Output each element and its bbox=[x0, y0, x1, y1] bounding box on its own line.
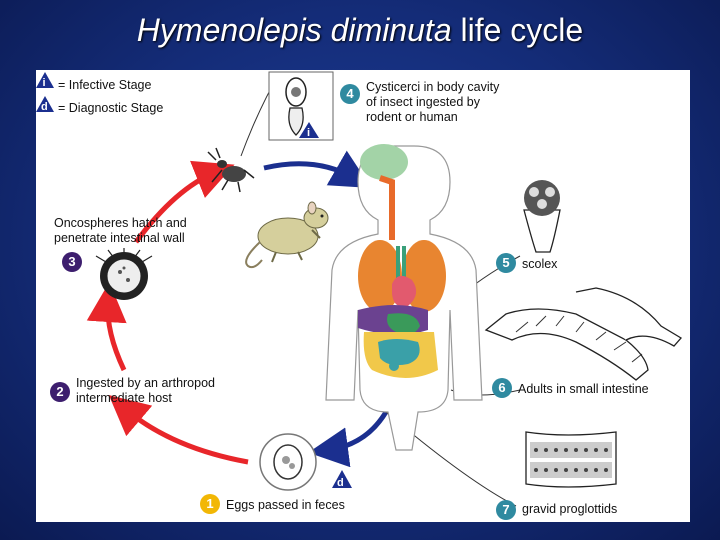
step-7-label: gravid proglottids bbox=[522, 502, 618, 516]
arrow-insect-to-human bbox=[263, 150, 372, 189]
step-1-badge: 1 bbox=[200, 494, 220, 514]
arrow-eggs-to-arthropod bbox=[108, 395, 249, 465]
arrow-arthropod-to-oncosphere bbox=[86, 282, 127, 372]
svg-text:i: i bbox=[43, 77, 46, 89]
svg-text:d: d bbox=[337, 477, 344, 489]
step-4-line-3: rodent or human bbox=[366, 110, 458, 124]
step-6-label: Adults in small intestine bbox=[518, 382, 649, 396]
legend-infective-icon: i bbox=[36, 72, 54, 89]
legend-diagnostic-label: = Diagnostic Stage bbox=[58, 101, 164, 115]
step-4-badge: 4 bbox=[340, 84, 360, 104]
step-2-badge: 2 bbox=[50, 382, 70, 402]
step-3-badge: 3 bbox=[62, 252, 82, 272]
proglottids-illustration bbox=[525, 431, 617, 488]
rat-illustration bbox=[245, 201, 329, 269]
svg-text:i: i bbox=[307, 127, 310, 139]
step-5-label: scolex bbox=[522, 257, 558, 271]
arrow-oncosphere-to-insect bbox=[133, 160, 235, 244]
step-3-line-2: penetrate intestinal wall bbox=[54, 231, 185, 245]
legend-infective-label: = Infective Stage bbox=[58, 78, 152, 92]
step-2-label: Ingested by an arthropod intermediate ho… bbox=[76, 376, 215, 406]
title-rest: life cycle bbox=[451, 12, 584, 48]
step-5-badge: 5 bbox=[496, 253, 516, 273]
scolex-illustration bbox=[523, 180, 561, 253]
arrow-human-to-eggs bbox=[308, 410, 389, 468]
legend-diagnostic-icon: d bbox=[36, 96, 54, 113]
step-1-label: Eggs passed in feces bbox=[226, 498, 345, 512]
step-4-line-1: Cysticerci in body cavity bbox=[366, 80, 500, 94]
svg-text:d: d bbox=[41, 101, 48, 113]
diagram-graphics: i d i bbox=[36, 71, 683, 507]
beetle-illustration bbox=[207, 147, 255, 193]
step-6-badge: 6 bbox=[492, 378, 512, 398]
title-species: Hymenolepis diminuta bbox=[136, 12, 452, 48]
step-3-line-1: Oncospheres hatch and bbox=[54, 216, 187, 230]
step-4-label: Cysticerci in body cavity of insect inge… bbox=[366, 80, 499, 125]
egg-illustration: d bbox=[259, 433, 352, 491]
step-2-line-2: intermediate host bbox=[76, 391, 172, 405]
adult-tapeworm-illustration bbox=[484, 287, 683, 381]
step-2-line-1: Ingested by an arthropod bbox=[76, 376, 215, 390]
step-3-label: Oncospheres hatch and penetrate intestin… bbox=[54, 216, 187, 246]
step-7-badge: 7 bbox=[496, 500, 516, 520]
oncosphere-illustration bbox=[95, 248, 153, 300]
human-figure bbox=[325, 144, 483, 451]
cysticercoid-illustration: i bbox=[268, 71, 334, 141]
life-cycle-diagram: i d i bbox=[36, 70, 690, 522]
slide-title: Hymenolepis diminuta life cycle bbox=[0, 12, 720, 49]
step-4-line-2: of insect ingested by bbox=[366, 95, 480, 109]
